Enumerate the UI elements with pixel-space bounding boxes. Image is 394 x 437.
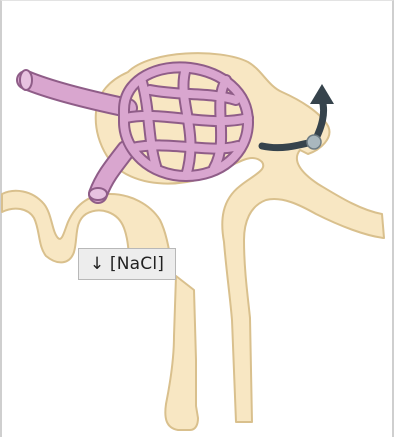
sensor-ball-icon [307,135,321,149]
curved-arrow-head-icon [310,84,334,104]
glomerulus [124,67,248,176]
nacl-decrease-label: ↓ [NaCl] [78,248,176,280]
